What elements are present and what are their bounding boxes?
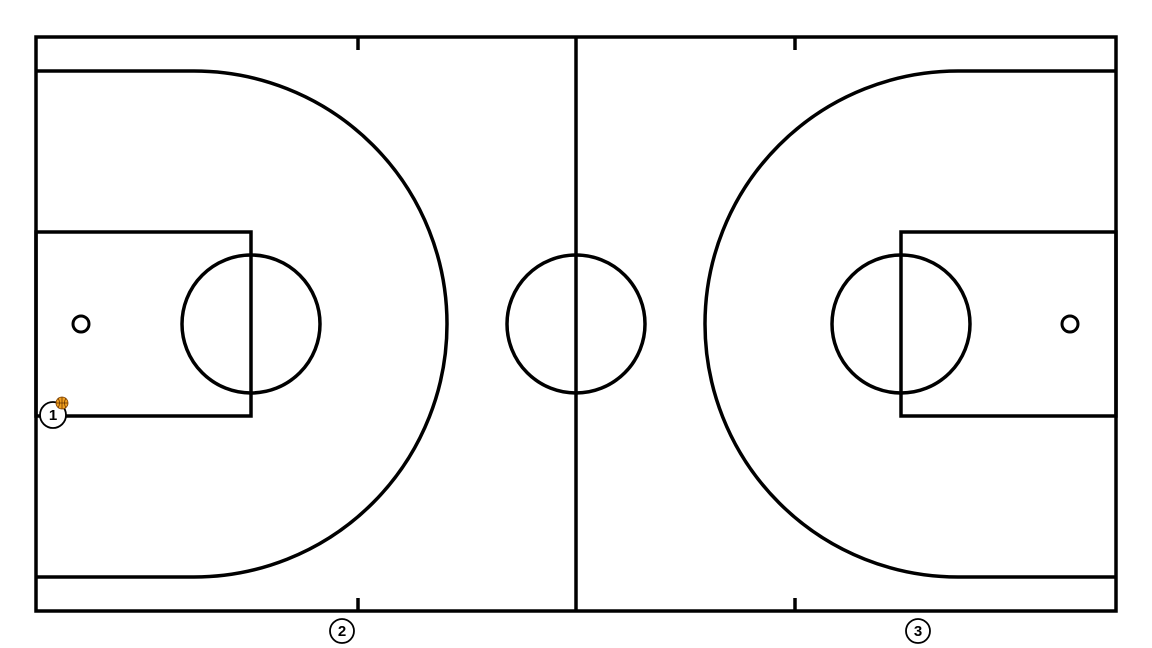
player-label: 3 bbox=[914, 623, 922, 640]
key-right bbox=[899, 230, 1118, 418]
player-label: 2 bbox=[338, 623, 346, 640]
basket-right bbox=[1060, 314, 1080, 334]
three-point-line-right bbox=[703, 69, 1116, 579]
player-label: 1 bbox=[49, 407, 57, 424]
player-marker bbox=[329, 618, 355, 644]
player-marker bbox=[905, 618, 931, 644]
center-circle bbox=[505, 253, 647, 395]
free-throw-circle-left bbox=[180, 253, 322, 395]
player-3: 3 bbox=[905, 618, 931, 644]
three-point-line-left bbox=[36, 69, 449, 579]
basket-left bbox=[71, 314, 91, 334]
free-throw-circle-right bbox=[830, 253, 972, 395]
basketball-icon bbox=[55, 396, 69, 410]
key-left bbox=[34, 230, 253, 418]
player-2: 2 bbox=[329, 618, 355, 644]
